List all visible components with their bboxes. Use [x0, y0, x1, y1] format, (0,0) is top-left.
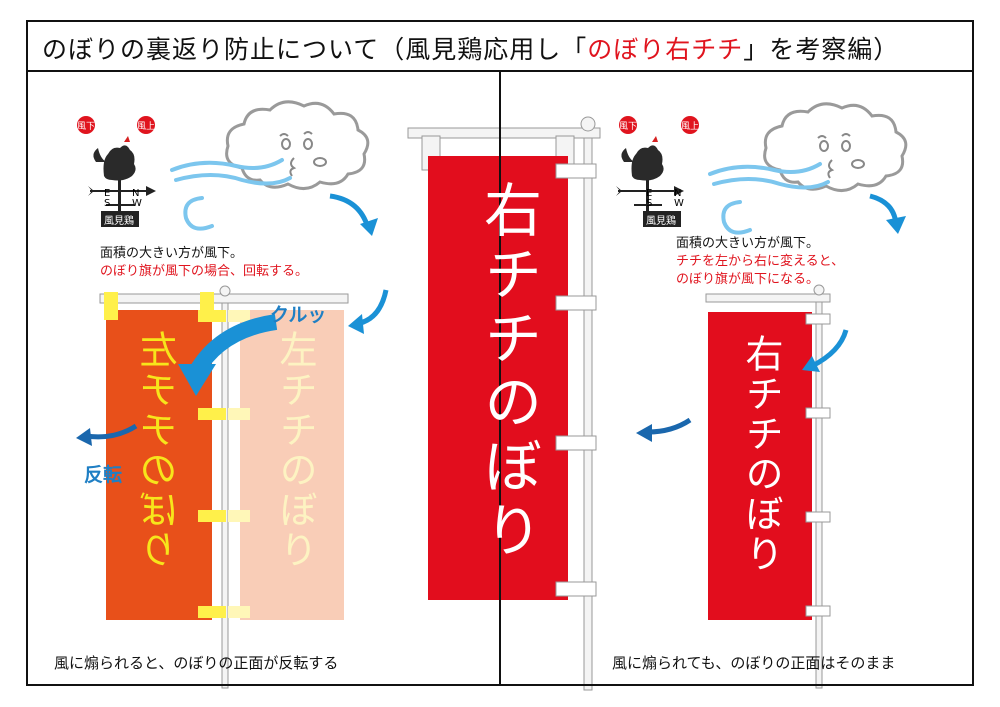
kurutto-label: クルッ	[270, 304, 327, 326]
compass-e: E	[104, 188, 111, 199]
compass-n-right: N	[674, 188, 682, 199]
left-chichi-1	[198, 310, 226, 322]
page-title: のぼりの裏返り防止について（風見鶏応用し「のぼり右チチ」を考察編）	[42, 35, 900, 64]
vane-label: 風見鶏	[104, 216, 134, 227]
left-ghost-flag	[240, 310, 344, 620]
right-caption: 風に煽られても、のぼりの正面はそのまま	[612, 654, 896, 672]
center-chichi-4	[555, 581, 597, 597]
center-chichi-3	[555, 435, 597, 451]
left-chichi-4	[198, 606, 226, 618]
center-flag-text: 右チチのぼり	[474, 180, 542, 564]
right-flag	[708, 312, 812, 620]
left-flag-text-ghost: 左チチのぼり	[273, 330, 317, 570]
badge-windward-right: 風上	[681, 122, 700, 132]
left-windward-badge-bg	[137, 116, 155, 134]
rotate-arrow	[189, 314, 278, 377]
compass-s-right: S	[646, 198, 653, 209]
left-leeward-badge-bg	[77, 116, 95, 134]
badge-leeward: 風下	[77, 122, 96, 132]
center-crossbar	[407, 127, 601, 139]
badge-windward: 風上	[137, 122, 156, 132]
compass-w-right: W	[674, 198, 684, 209]
left-tab-top-a	[104, 292, 118, 320]
left-flag-text-mirrored: 左チチのぼり	[140, 330, 184, 570]
right-crossbar	[705, 293, 831, 303]
left-note-1: 面積の大きい方が風下。	[100, 246, 244, 261]
right-note-3: のぼり旗が風下になる。	[676, 272, 820, 287]
badge-leeward-right: 風下	[619, 122, 638, 132]
panel-divider	[499, 72, 501, 686]
compass-s: S	[104, 198, 111, 209]
right-note-1: 面積の大きい方が風下。	[676, 236, 820, 251]
right-flag-text: 右チチのぼり	[739, 334, 783, 574]
left-note-2: のぼり旗が風下の場合、回転する。	[100, 264, 309, 279]
center-chichi-2	[555, 295, 597, 311]
left-vane-label-bg	[101, 211, 139, 227]
reversed-label: 反転	[84, 464, 123, 486]
left-chichi-2	[198, 408, 226, 420]
left-chichi-3	[198, 510, 226, 522]
compass-n: N	[132, 188, 140, 199]
title-bar: のぼりの裏返り防止について（風見鶏応用し「のぼり右チチ」を考察編）	[26, 20, 974, 72]
right-note-2: チチを左から右に変えると、	[676, 254, 845, 269]
left-caption: 風に煽られると、のぼりの正面が反転する	[54, 654, 339, 672]
compass-e-right: E	[646, 188, 653, 199]
center-chichi-1	[555, 163, 597, 179]
vane-label-right: 風見鶏	[646, 216, 676, 227]
center-flag	[428, 156, 568, 600]
compass-w: W	[132, 198, 142, 209]
